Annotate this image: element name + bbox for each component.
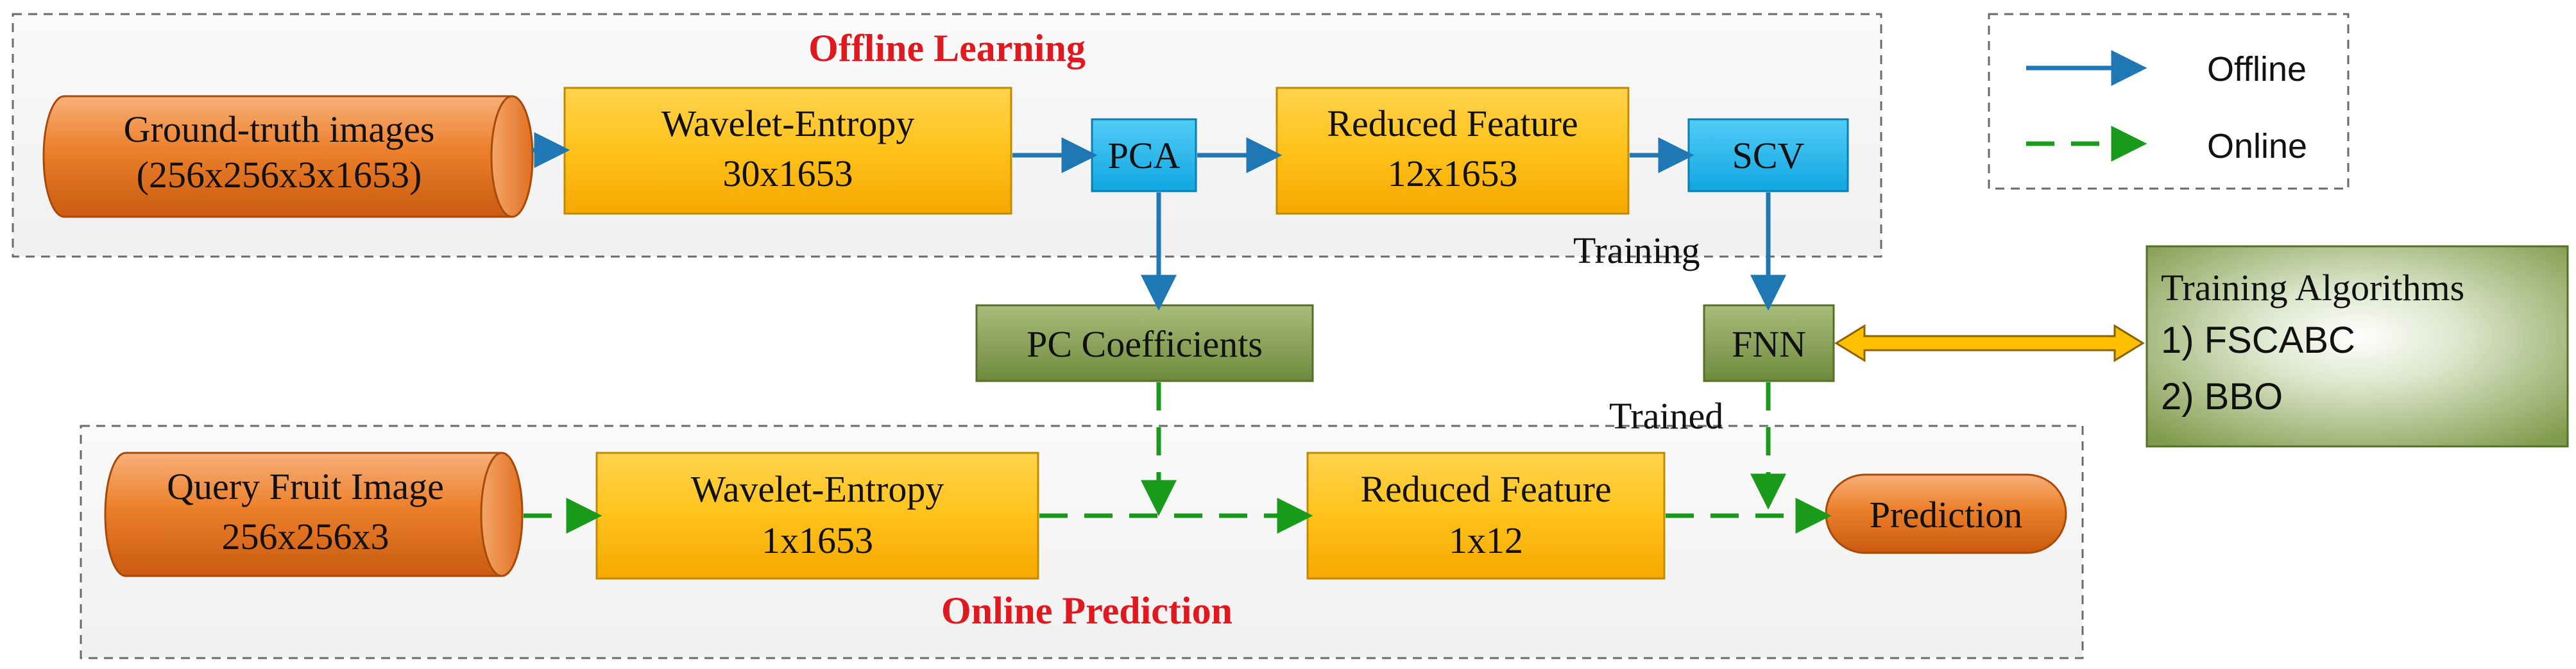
- online-prediction-title: Online Prediction: [941, 589, 1233, 632]
- ground-truth-line1: Ground-truth images: [124, 108, 435, 150]
- pca-node: PCA: [1091, 118, 1197, 192]
- bidirectional-arrow-fnn-algorithms: [1834, 324, 2145, 362]
- legend-online-label: Online: [2207, 127, 2307, 165]
- pca-label: PCA: [1108, 135, 1181, 176]
- online-arrows: [524, 382, 1832, 534]
- training-edge-label: Training: [1573, 230, 1700, 271]
- fnn-label: FNN: [1732, 323, 1806, 365]
- reduced-feature-online-node: Reduced Feature 1x12: [1306, 452, 1666, 580]
- reduced-offline-line1: Reduced Feature: [1327, 103, 1578, 144]
- ground-truth-line2: (256x256x3x1653): [137, 154, 422, 196]
- query-fruit-image-node: Query Fruit Image 256x256x3: [104, 452, 524, 577]
- legend-offline-label: Offline: [2207, 50, 2307, 89]
- fnn-node: FNN: [1703, 304, 1835, 382]
- wavelet-offline-line1: Wavelet-Entropy: [661, 103, 915, 144]
- offline-arrows: [533, 132, 1786, 311]
- offline-learning-title: Offline Learning: [808, 27, 1086, 69]
- scv-node: SCV: [1687, 118, 1849, 192]
- legend: Offline Online: [2026, 50, 2307, 165]
- wavelet-online-line2: 1x1653: [762, 520, 873, 561]
- query-image-line1: Query Fruit Image: [167, 466, 444, 507]
- training-algorithm-item-1: 1) FSCABC: [2161, 319, 2355, 361]
- pc-coefficients-label: PC Coefficients: [1027, 323, 1263, 365]
- training-algorithms-node: Training Algorithms 1) FSCABC 2) BBO: [2145, 245, 2569, 448]
- reduced-offline-line2: 12x1653: [1388, 153, 1518, 194]
- prediction-node: Prediction: [1825, 473, 2067, 554]
- pc-coefficients-node: PC Coefficients: [975, 304, 1314, 382]
- wavelet-online-line1: Wavelet-Entropy: [691, 468, 944, 510]
- reduced-online-line1: Reduced Feature: [1360, 468, 1611, 510]
- wavelet-entropy-online-node: Wavelet-Entropy 1x1653: [595, 452, 1039, 580]
- ground-truth-images-node: Ground-truth images (256x256x3x1653): [42, 95, 534, 218]
- reduced-feature-offline-node: Reduced Feature 12x1653: [1275, 87, 1630, 215]
- wavelet-offline-line2: 30x1653: [723, 153, 853, 194]
- wavelet-entropy-offline-node: Wavelet-Entropy 30x1653: [563, 87, 1012, 215]
- scv-label: SCV: [1732, 135, 1805, 176]
- query-image-line2: 256x256x3: [222, 516, 389, 557]
- reduced-online-line2: 1x12: [1449, 520, 1523, 561]
- trained-edge-label: Trained: [1609, 395, 1723, 437]
- training-algorithms-title: Training Algorithms: [2161, 267, 2464, 309]
- legend-box: [1988, 13, 2350, 190]
- training-algorithm-item-2: 2) BBO: [2161, 376, 2283, 418]
- prediction-label: Prediction: [1870, 494, 2022, 536]
